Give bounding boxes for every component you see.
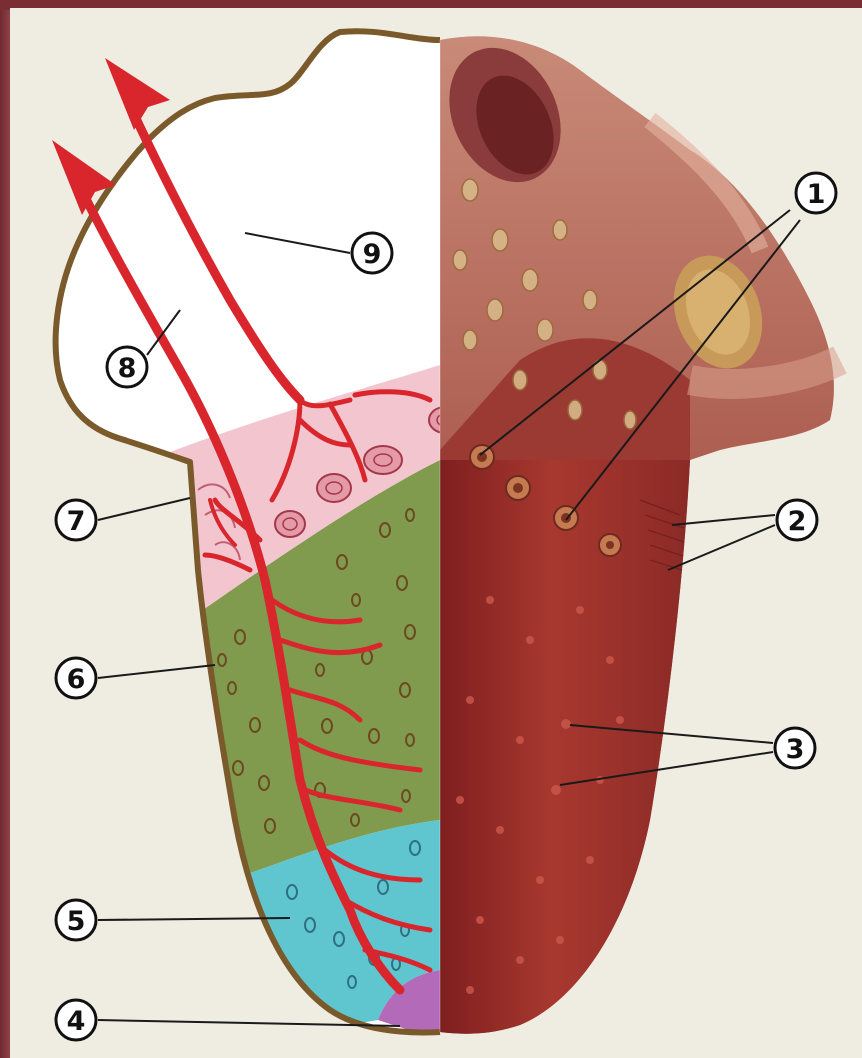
callout-3: 3: [775, 728, 815, 768]
callout-5: 5: [56, 900, 96, 940]
callout-8: 8: [107, 347, 147, 387]
callout-7: 7: [56, 500, 96, 540]
callout-8-label: 8: [118, 353, 137, 384]
callout-1-label: 1: [807, 179, 826, 210]
callout-6: 6: [56, 658, 96, 698]
callout-1: 1: [796, 173, 836, 213]
callout-9: 9: [352, 233, 392, 273]
callout-2: 2: [777, 500, 817, 540]
callout-7-label: 7: [67, 506, 86, 537]
callout-6-label: 6: [67, 664, 86, 695]
callout-4: 4: [56, 1000, 96, 1040]
callout-2-label: 2: [788, 506, 807, 537]
callout-3-label: 3: [786, 734, 805, 765]
callout-5-label: 5: [67, 906, 86, 937]
tongue-photo-half: [428, 30, 840, 1034]
arrowhead-9: [105, 58, 170, 130]
callout-4-label: 4: [67, 1006, 86, 1037]
callout-9-label: 9: [363, 239, 382, 270]
